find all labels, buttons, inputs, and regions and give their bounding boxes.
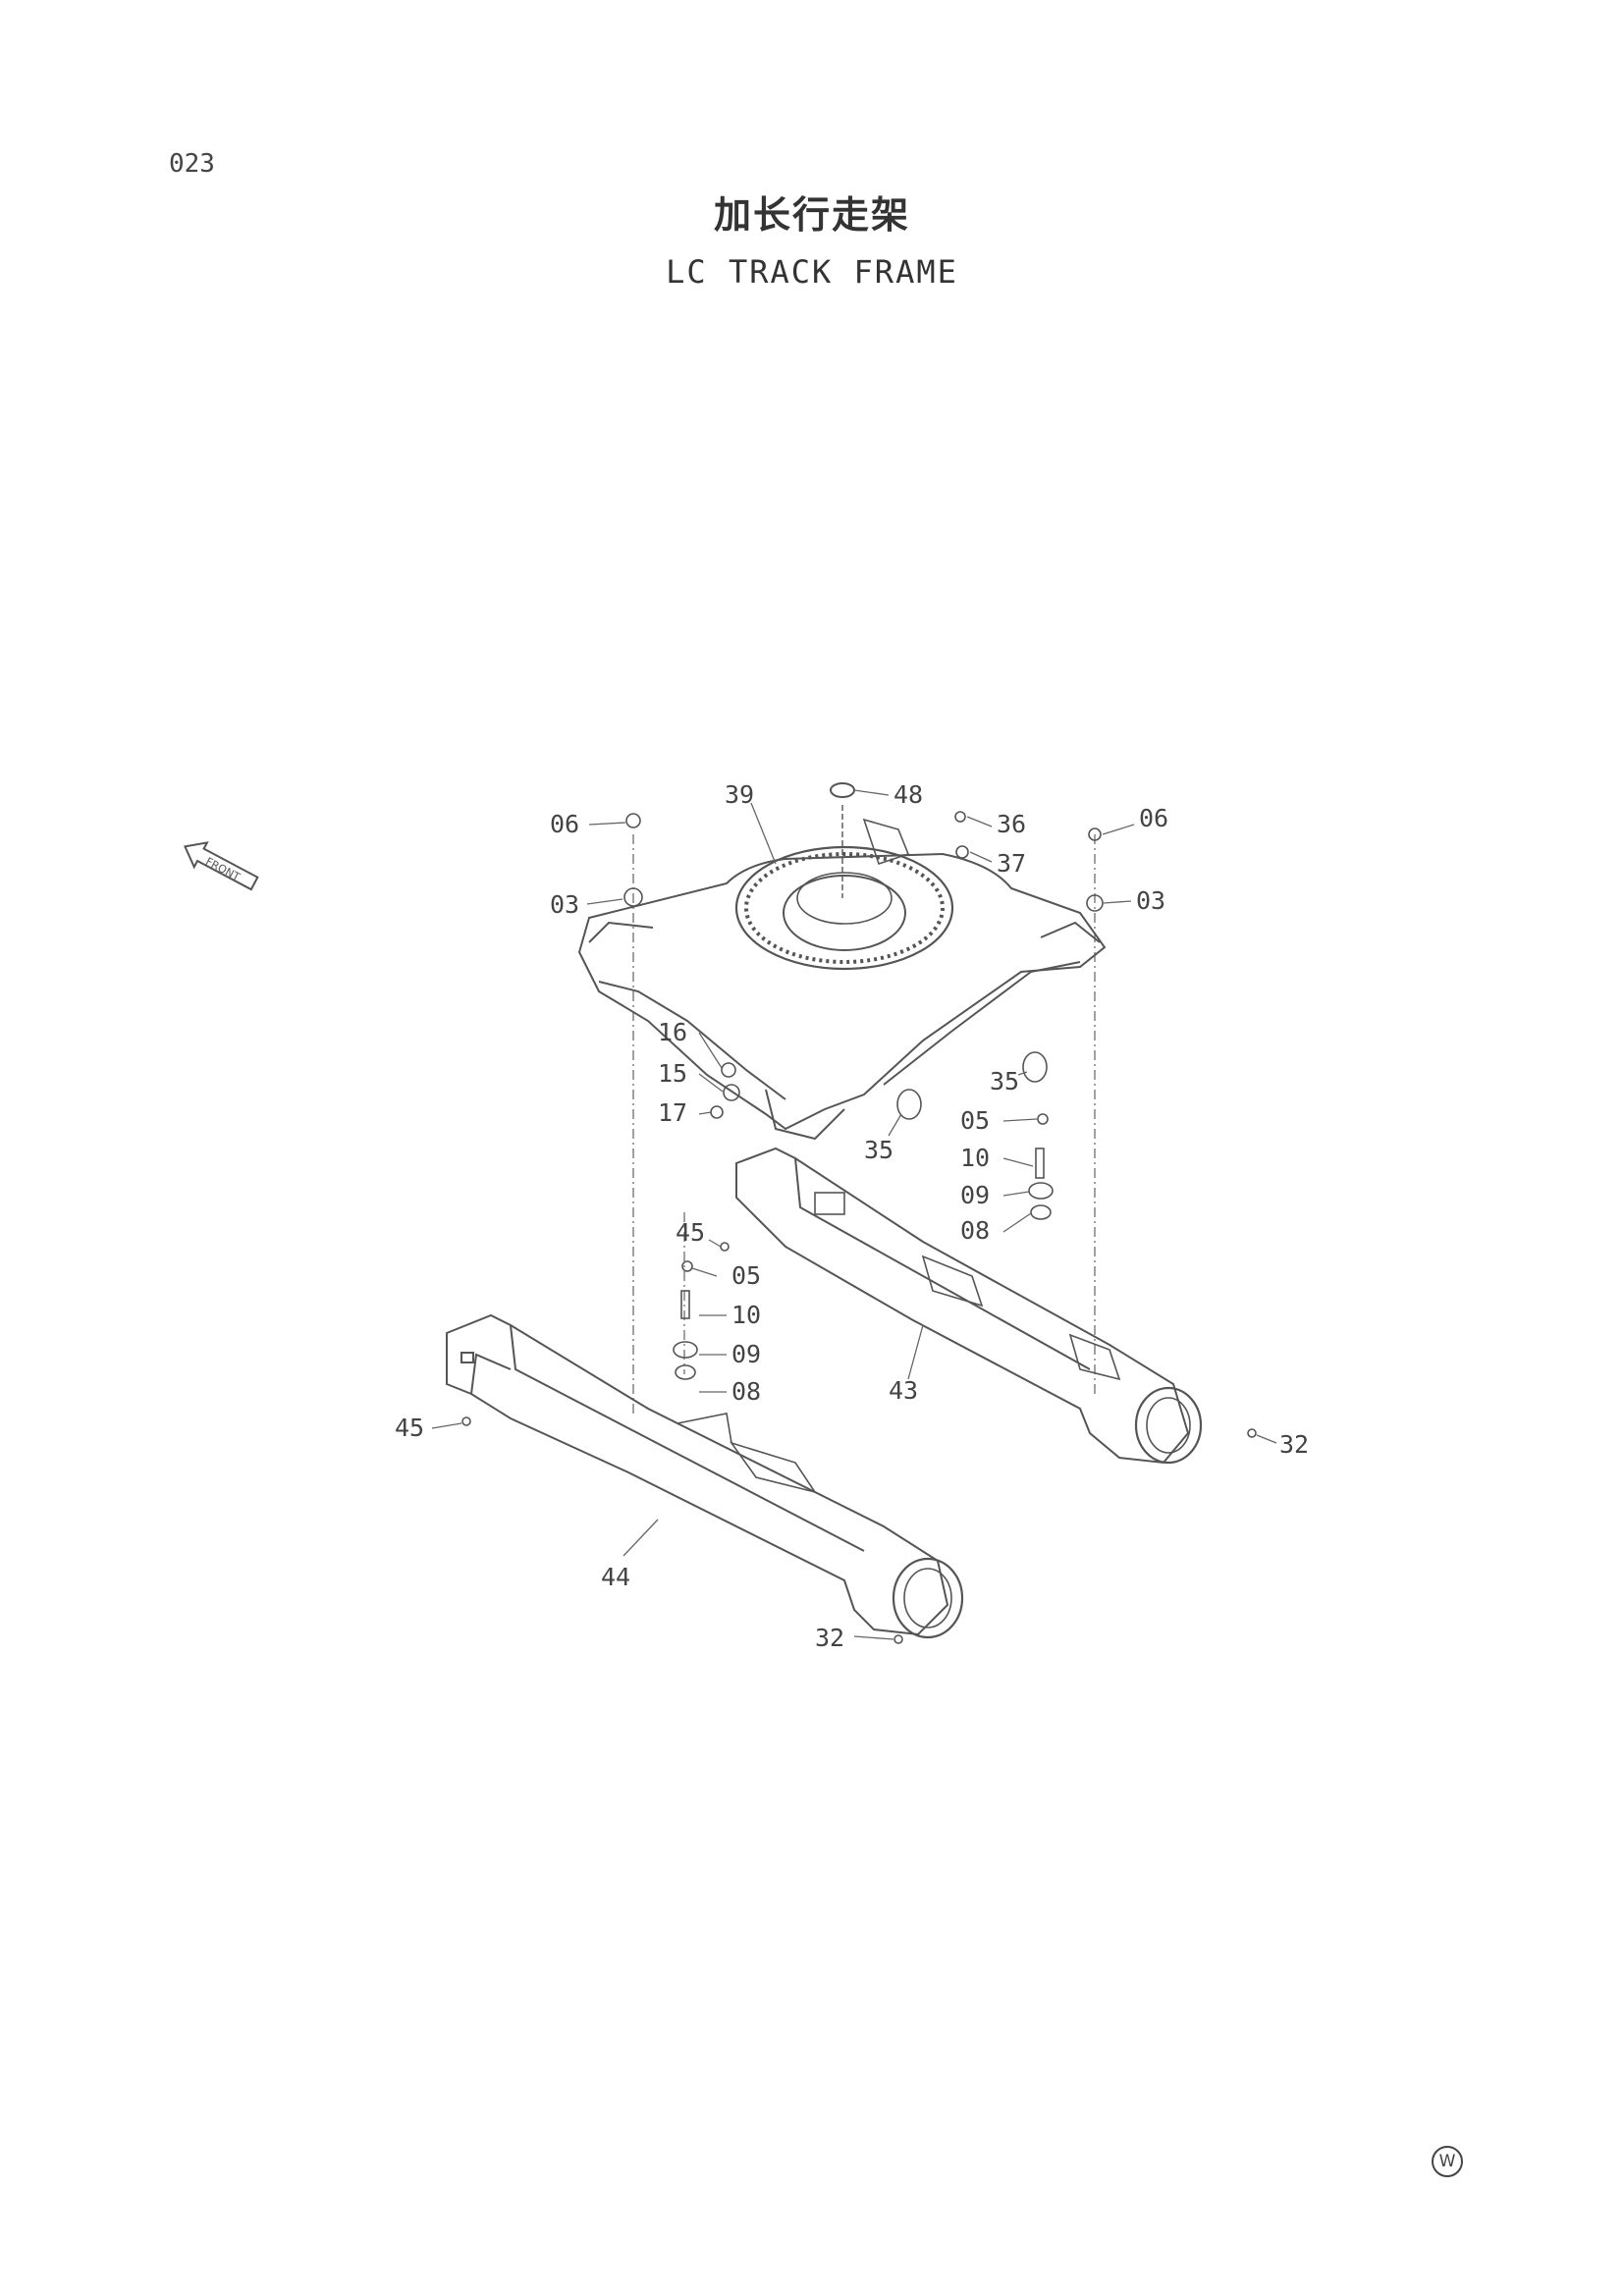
callout-37: 37 <box>997 849 1026 878</box>
callout-05-right: 05 <box>960 1106 990 1135</box>
callout-08-right: 08 <box>960 1216 990 1245</box>
alignment-lines <box>632 834 1096 1414</box>
callout-32-bottom: 32 <box>815 1624 844 1652</box>
page-title-chinese: 加长行走架 <box>713 193 910 237</box>
callout-labels: 06 03 39 48 36 37 06 03 16 15 17 35 35 0… <box>395 780 1309 1652</box>
fasteners <box>461 811 1257 1644</box>
callout-32-right: 32 <box>1279 1430 1309 1459</box>
page-title-english: LC TRACK FRAME <box>666 253 958 291</box>
callout-09-right: 09 <box>960 1181 990 1209</box>
callout-36: 36 <box>997 810 1026 838</box>
circled-w-mark: W <box>1432 2146 1463 2177</box>
callout-15: 15 <box>658 1059 687 1088</box>
center-frame <box>577 852 1107 1141</box>
callout-16: 16 <box>658 1018 687 1046</box>
swing-circle <box>734 782 954 971</box>
callout-35-center: 35 <box>864 1136 893 1164</box>
left-track-frame <box>446 1313 964 1639</box>
callout-44: 44 <box>601 1563 630 1591</box>
callout-45-lower: 45 <box>395 1414 424 1442</box>
callout-48: 48 <box>893 780 923 809</box>
callout-03-right: 03 <box>1136 886 1165 915</box>
callout-06-left: 06 <box>550 810 579 838</box>
callout-08-left: 08 <box>731 1377 761 1406</box>
callout-45-upper: 45 <box>676 1218 705 1247</box>
callout-43: 43 <box>889 1376 918 1405</box>
front-arrow-icon: FRONT <box>183 841 259 891</box>
callout-35-right: 35 <box>990 1067 1019 1095</box>
leader-lines <box>431 789 1277 1640</box>
callout-05-left: 05 <box>731 1261 761 1290</box>
callout-03-left: 03 <box>550 890 579 919</box>
callout-39: 39 <box>725 780 754 809</box>
page-code: 023 <box>169 149 215 179</box>
callout-10-left: 10 <box>731 1301 761 1329</box>
callout-17: 17 <box>658 1098 687 1127</box>
callout-06-right: 06 <box>1139 804 1168 832</box>
right-track-frame <box>735 1147 1203 1465</box>
callout-09-left: 09 <box>731 1340 761 1368</box>
callout-10-right: 10 <box>960 1144 990 1172</box>
